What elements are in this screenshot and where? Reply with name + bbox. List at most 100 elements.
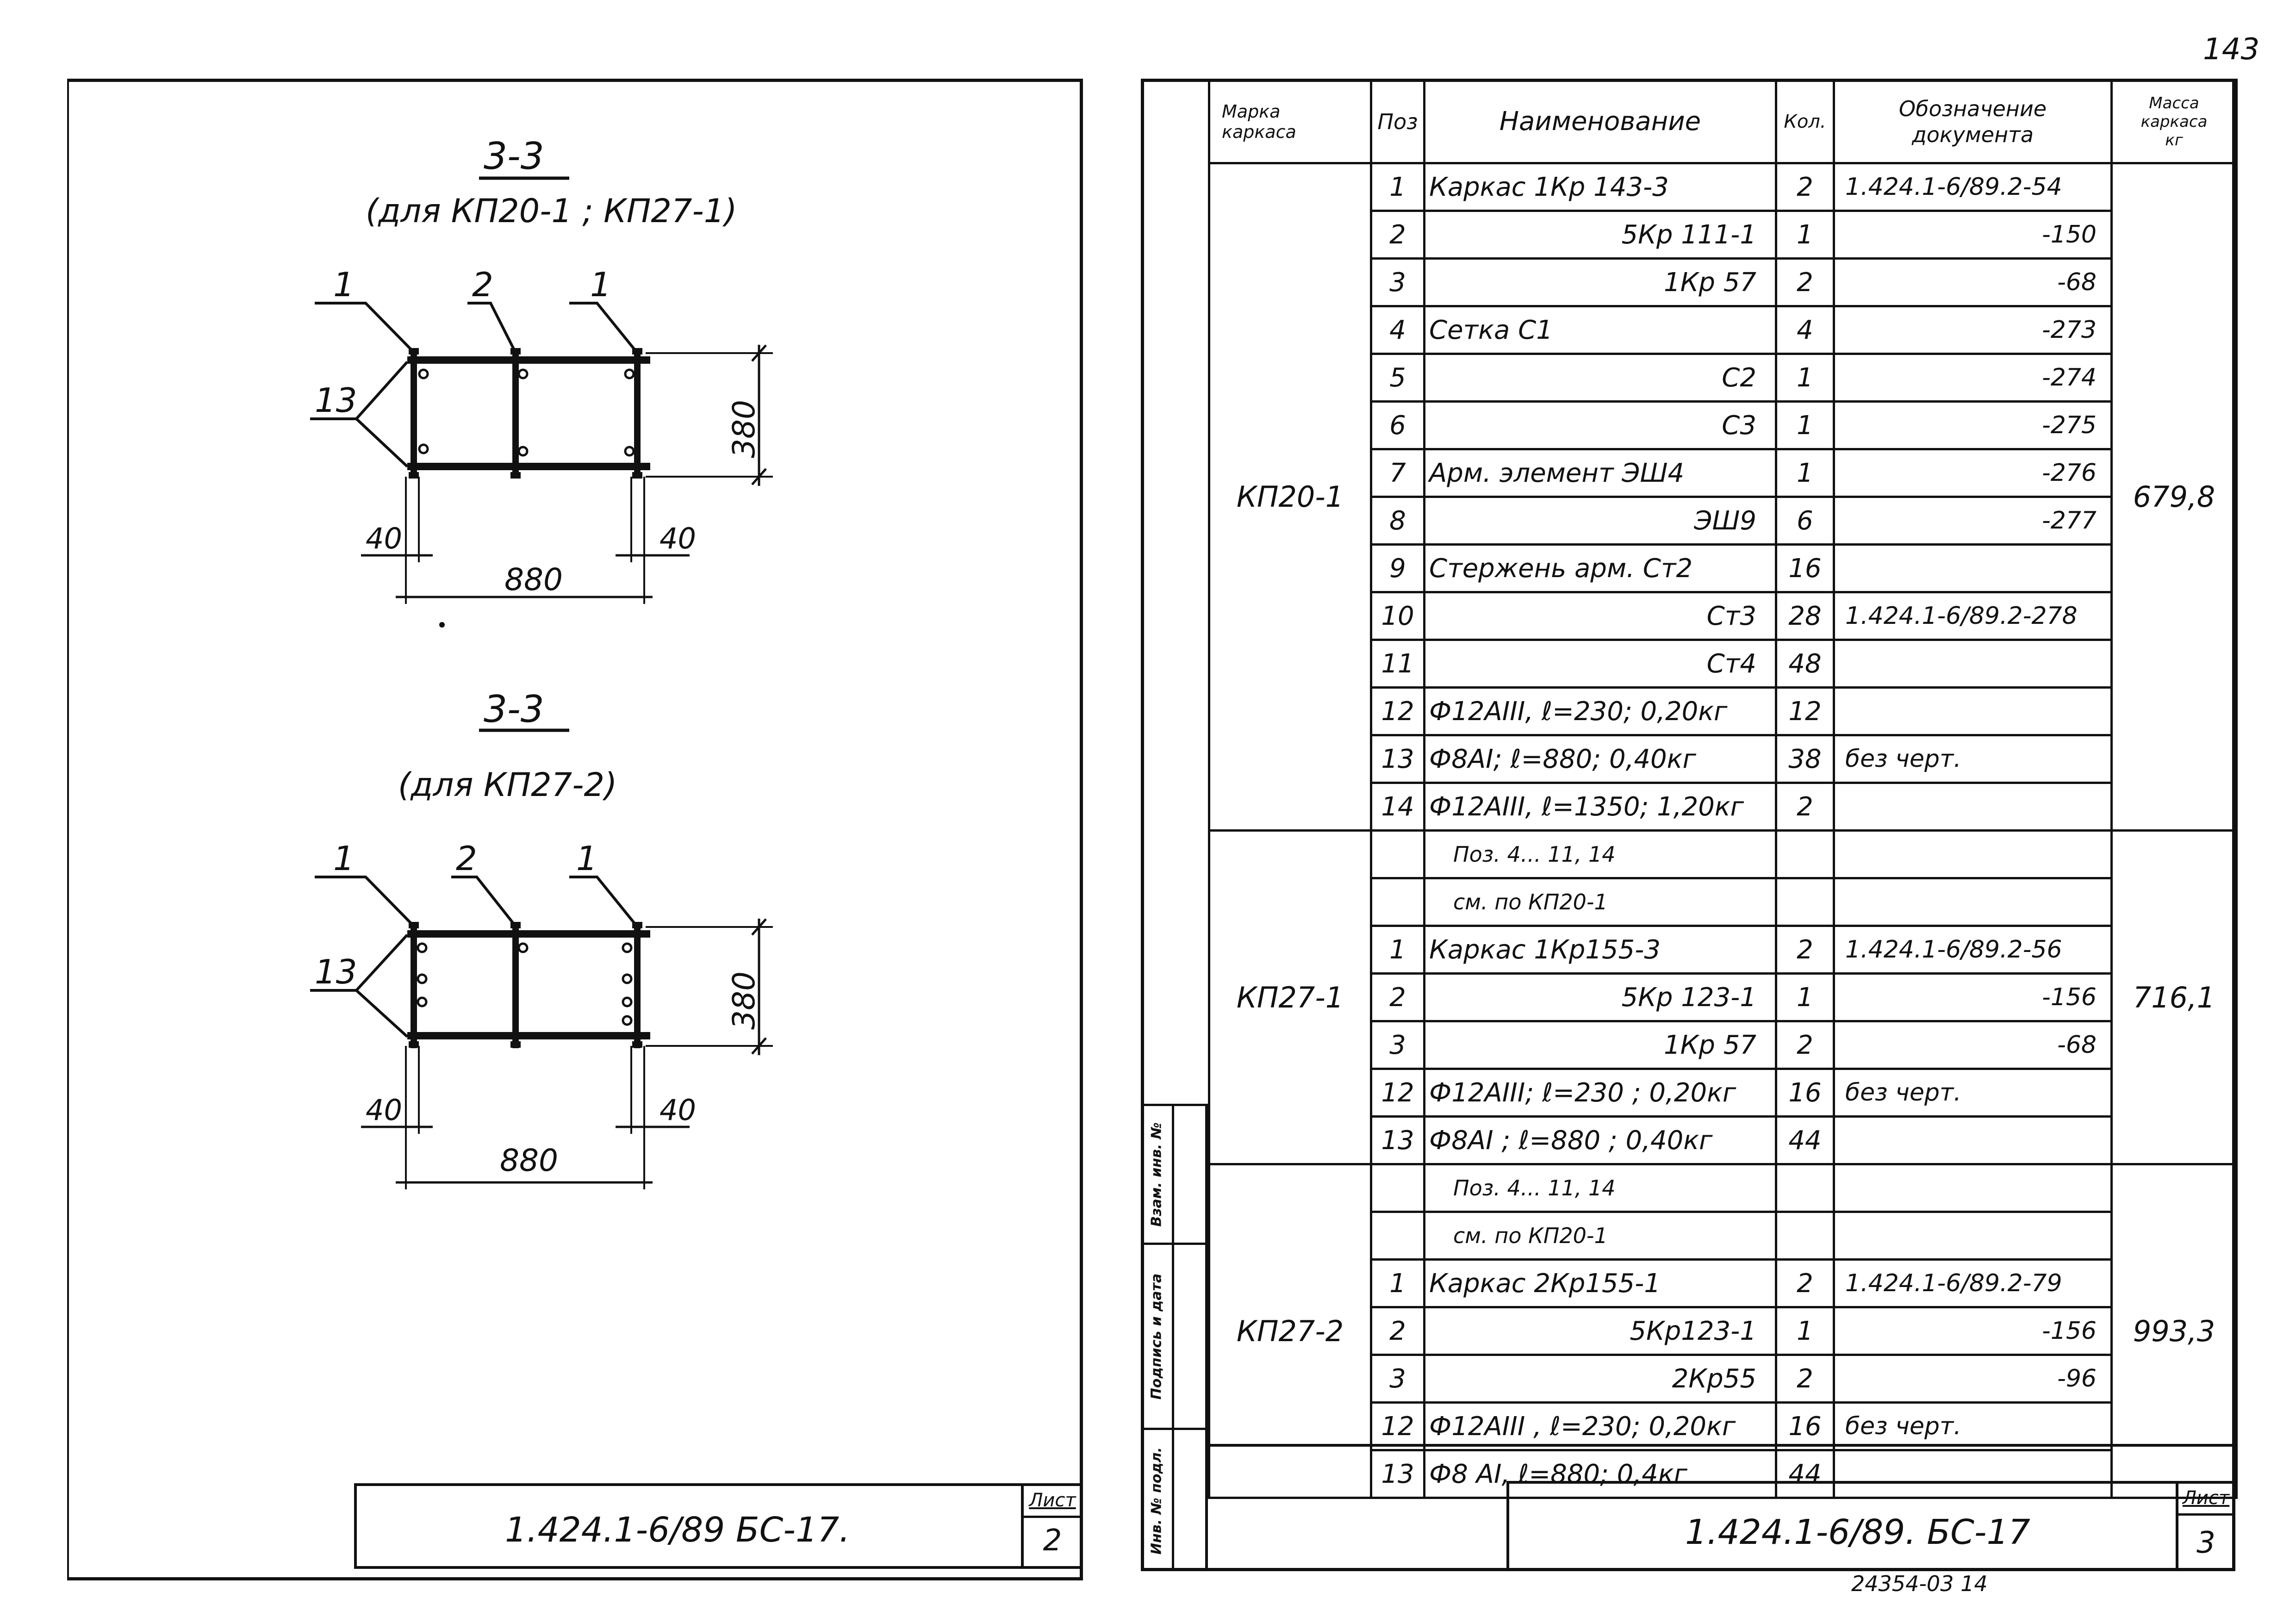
cell-pos: 1 (1370, 1258, 1425, 1308)
cell-qty (1775, 1163, 1835, 1213)
cell-pos (1370, 1163, 1425, 1213)
cell-name: Сетка С1 (1423, 305, 1777, 355)
cell-qty: 6 (1775, 496, 1835, 546)
cell-name: Поз. 4... 11, 14 (1423, 829, 1777, 879)
cell-doc: -96 (1833, 1354, 2113, 1404)
cell-qty: 2 (1775, 1258, 1835, 1308)
cell-qty: 28 (1775, 591, 1835, 641)
cell-name: см. по КП20-1 (1423, 877, 1777, 927)
cell-pos: 13 (1370, 1115, 1425, 1165)
cell-name: 2Кр55 (1423, 1354, 1777, 1404)
left-sheet-frame (67, 79, 1083, 1580)
cell-name: Каркас 1Кр155-3 (1423, 925, 1777, 975)
cell-pos: 12 (1370, 1068, 1425, 1118)
cell-name: Ст3 (1423, 591, 1777, 641)
cell-name: 1Кр 57 (1423, 257, 1777, 307)
table-row: см. по КП20-1 (1209, 1211, 2237, 1261)
strip-label-inventory: Инв. № подл. (1148, 1447, 1164, 1555)
cell-pos: 2 (1370, 972, 1425, 1022)
strip-label-replace: Взам. инв. № (1148, 1122, 1164, 1227)
cell-pos: 11 (1370, 639, 1425, 689)
cell-pos: 2 (1370, 1306, 1425, 1356)
page-number: 143 (2203, 32, 2260, 67)
bottom-divider (1208, 1444, 2235, 1447)
table-row: см. по КП20-1 (1209, 877, 2237, 927)
cell-qty: 2 (1775, 257, 1835, 307)
cell-name: Ф8АI; ℓ=880; 0,40кг (1423, 734, 1777, 784)
cell-mark: КП20-1 (1208, 162, 1372, 832)
cell-doc: -68 (1833, 1020, 2113, 1070)
strip-value-1 (1174, 1104, 1208, 1243)
cell-qty: 2 (1775, 162, 1835, 212)
cell-qty: 1 (1775, 972, 1835, 1022)
header-mass: Масса каркаса кг (2110, 79, 2238, 164)
cell-pos: 8 (1370, 496, 1425, 546)
cell-qty: 2 (1775, 1020, 1835, 1070)
left-sheet-label: Лист (1024, 1490, 1081, 1518)
cell-mass: 993,3 (2110, 1163, 2238, 1499)
cell-doc: 1.424.1-6/89.2-56 (1833, 925, 2113, 975)
cell-qty: 38 (1775, 734, 1835, 784)
cell-pos (1370, 1211, 1425, 1261)
cell-pos: 7 (1370, 448, 1425, 498)
cell-doc: без черт. (1833, 1401, 2113, 1451)
cell-name: Ф12АIII, ℓ=1350; 1,20кг (1423, 782, 1777, 832)
header-pos: Поз (1370, 79, 1425, 164)
cell-name: С2 (1423, 353, 1777, 403)
archive-stamp: 24354-03 14 (1851, 1571, 1988, 1596)
cell-pos: 10 (1370, 591, 1425, 641)
cell-pos: 1 (1370, 925, 1425, 975)
cell-name: ЭШ9 (1423, 496, 1777, 546)
cell-name: 5Кр123-1 (1423, 1306, 1777, 1356)
cell-qty: 2 (1775, 782, 1835, 832)
cell-name: С3 (1423, 400, 1777, 450)
left-document-code: 1.424.1-6/89 БС-17. (505, 1510, 850, 1550)
cell-qty: 1 (1775, 353, 1835, 403)
cell-qty: 1 (1775, 1306, 1835, 1356)
cell-name: 5Кр 111-1 (1423, 210, 1777, 260)
cell-name: 5Кр 123-1 (1423, 972, 1777, 1022)
cell-pos: 12 (1370, 686, 1425, 736)
cell-pos: 4 (1370, 305, 1425, 355)
cell-name: Арм. элемент ЭШ4 (1423, 448, 1777, 498)
left-title-block: 1.424.1-6/89 БС-17. Лист 2 (354, 1483, 1083, 1569)
cell-name: Стержень арм. Ст2 (1423, 543, 1777, 593)
cell-pos: 3 (1370, 1020, 1425, 1070)
cell-doc (1833, 1211, 2113, 1261)
cell-qty: 48 (1775, 639, 1835, 689)
cell-qty (1775, 877, 1835, 927)
cell-pos: 9 (1370, 543, 1425, 593)
strip-value-3 (1174, 1428, 1208, 1571)
cell-mass: 716,1 (2110, 829, 2238, 1165)
left-sheet-cell: Лист 2 (1021, 1486, 1081, 1566)
cell-doc: -273 (1833, 305, 2113, 355)
cell-pos: 3 (1370, 1354, 1425, 1404)
side-stamp-strip: Взам. инв. № Подпись и дата Инв. № подл. (1141, 1104, 1208, 1571)
cell-name: Ф8 АI, ℓ=880; 0,4кг (1423, 1449, 1777, 1499)
cell-name: Ф12АIII , ℓ=230; 0,20кг (1423, 1401, 1777, 1451)
cell-qty: 12 (1775, 686, 1835, 736)
cell-name: Поз. 4... 11, 14 (1423, 1163, 1777, 1213)
right-sheet-label: Лист (2178, 1487, 2234, 1516)
strip-cell-signature: Подпись и дата (1141, 1243, 1172, 1428)
cell-doc (1833, 686, 2113, 736)
cell-qty: 2 (1775, 925, 1835, 975)
cell-qty: 16 (1775, 543, 1835, 593)
cell-name: Ф8АI ; ℓ=880 ; 0,40кг (1423, 1115, 1777, 1165)
